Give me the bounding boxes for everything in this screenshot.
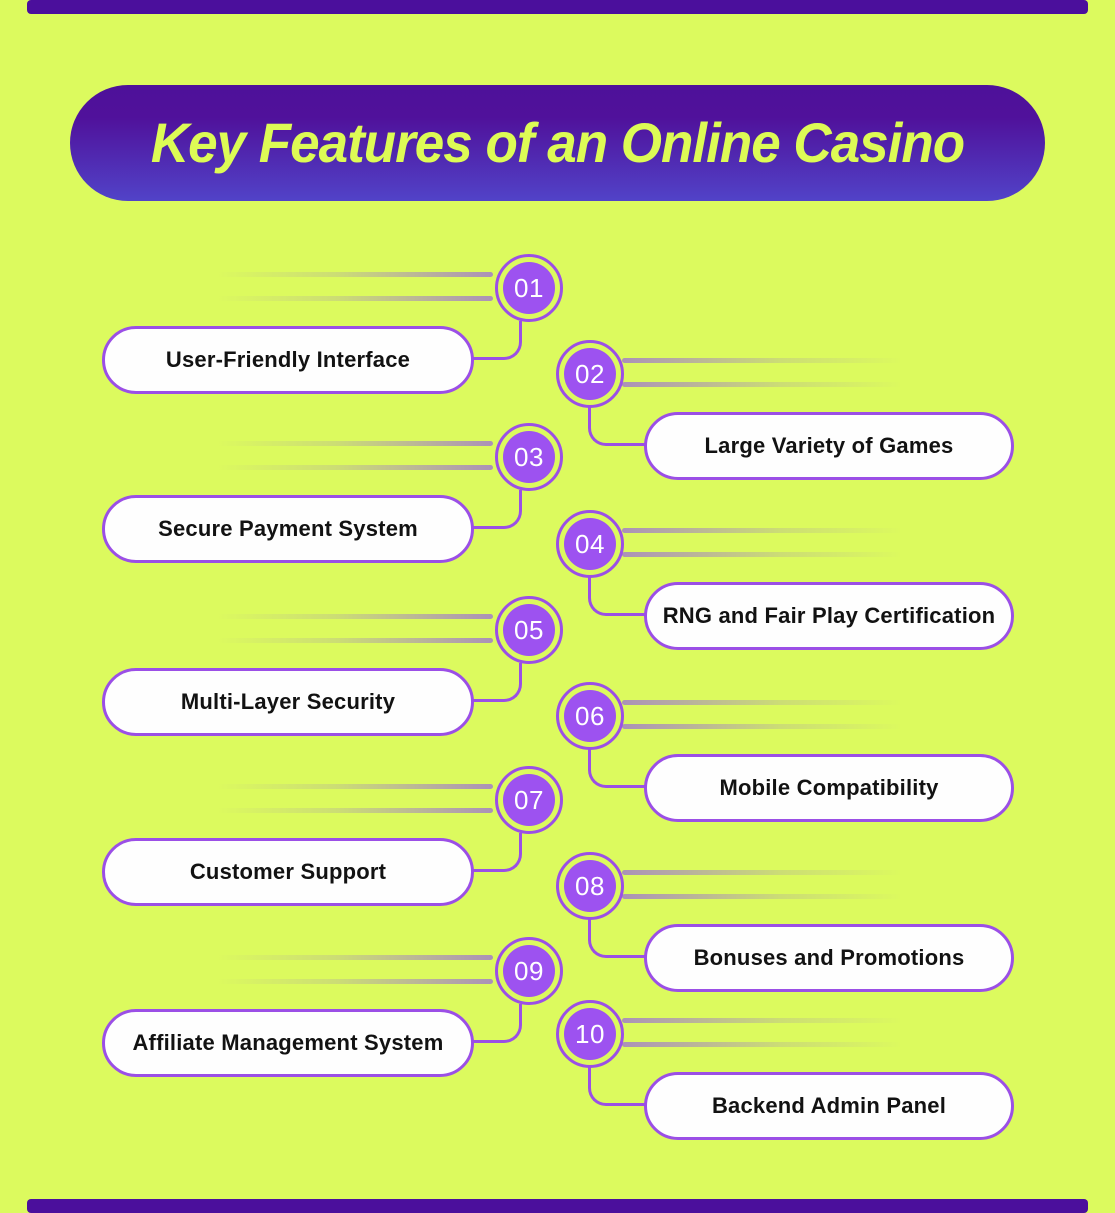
connector-elbow bbox=[472, 833, 522, 872]
fade-line bbox=[622, 870, 914, 875]
feature-number: 03 bbox=[514, 441, 544, 472]
top-accent-bar bbox=[27, 0, 1088, 14]
feature-number: 02 bbox=[575, 358, 605, 389]
connector-elbow bbox=[472, 663, 522, 702]
connector-elbow bbox=[588, 577, 646, 616]
feature-pill: Bonuses and Promotions bbox=[644, 924, 1014, 992]
feature-label: Mobile Compatibility bbox=[719, 775, 939, 800]
feature-number: 10 bbox=[575, 1018, 605, 1049]
feature-number: 05 bbox=[514, 614, 544, 645]
bottom-accent-bar bbox=[27, 1199, 1088, 1213]
feature-pill: Multi-Layer Security bbox=[102, 668, 474, 736]
feature-circle-03: 03 bbox=[495, 423, 563, 491]
fade-line bbox=[622, 1018, 914, 1023]
feature-label: User-Friendly Interface bbox=[165, 347, 411, 372]
fade-line bbox=[205, 441, 493, 446]
header-banner: Key Features of an Online Casino bbox=[70, 85, 1045, 201]
connector-elbow bbox=[588, 919, 646, 958]
connector-elbow bbox=[588, 1067, 646, 1106]
fade-line bbox=[205, 614, 493, 619]
feature-number: 06 bbox=[575, 700, 605, 731]
feature-number-badge: 06 bbox=[564, 690, 616, 742]
fade-line bbox=[622, 894, 914, 899]
feature-label: Affiliate Management System bbox=[132, 1030, 444, 1055]
feature-pill: Backend Admin Panel bbox=[644, 1072, 1014, 1140]
feature-circle-07: 07 bbox=[495, 766, 563, 834]
fade-line bbox=[622, 724, 914, 729]
feature-number-badge: 10 bbox=[564, 1008, 616, 1060]
feature-circle-05: 05 bbox=[495, 596, 563, 664]
connector-elbow bbox=[588, 749, 646, 788]
feature-circle-10: 10 bbox=[556, 1000, 624, 1068]
connector-elbow bbox=[472, 490, 522, 529]
fade-line bbox=[205, 784, 493, 789]
feature-number-badge: 09 bbox=[503, 945, 555, 997]
feature-number: 09 bbox=[514, 955, 544, 986]
feature-label: Backend Admin Panel bbox=[711, 1093, 947, 1118]
feature-number: 07 bbox=[514, 784, 544, 815]
feature-circle-01: 01 bbox=[495, 254, 563, 322]
fade-line bbox=[205, 808, 493, 813]
feature-label: Bonuses and Promotions bbox=[693, 945, 965, 970]
feature-number-badge: 01 bbox=[503, 262, 555, 314]
feature-circle-06: 06 bbox=[556, 682, 624, 750]
connector-elbow bbox=[472, 1004, 522, 1043]
feature-circle-09: 09 bbox=[495, 937, 563, 1005]
feature-label: Multi-Layer Security bbox=[180, 689, 396, 714]
feature-label: RNG and Fair Play Certification bbox=[662, 603, 996, 628]
feature-pill: RNG and Fair Play Certification bbox=[644, 582, 1014, 650]
page-title: Key Features of an Online Casino bbox=[150, 112, 965, 174]
fade-line bbox=[622, 528, 914, 533]
feature-pill: Mobile Compatibility bbox=[644, 754, 1014, 822]
connector-elbow bbox=[588, 407, 646, 446]
feature-number: 08 bbox=[575, 870, 605, 901]
feature-pill: User-Friendly Interface bbox=[102, 326, 474, 394]
fade-line bbox=[622, 700, 914, 705]
feature-pill: Secure Payment System bbox=[102, 495, 474, 563]
fade-line bbox=[205, 465, 493, 470]
fade-line bbox=[205, 979, 493, 984]
connector-elbow bbox=[472, 321, 522, 360]
fade-line bbox=[205, 955, 493, 960]
feature-number: 04 bbox=[575, 528, 605, 559]
feature-number-badge: 05 bbox=[503, 604, 555, 656]
fade-line bbox=[622, 382, 914, 387]
feature-label: Secure Payment System bbox=[158, 516, 418, 541]
fade-line bbox=[205, 638, 493, 643]
feature-circle-02: 02 bbox=[556, 340, 624, 408]
feature-pill: Customer Support bbox=[102, 838, 474, 906]
fade-line bbox=[205, 296, 493, 301]
feature-number-badge: 07 bbox=[503, 774, 555, 826]
fade-line bbox=[622, 1042, 914, 1047]
feature-number: 01 bbox=[514, 272, 544, 303]
feature-pill: Affiliate Management System bbox=[102, 1009, 474, 1077]
feature-number-badge: 08 bbox=[564, 860, 616, 912]
fade-line bbox=[622, 552, 914, 557]
feature-label: Customer Support bbox=[189, 859, 387, 884]
fade-line bbox=[205, 272, 493, 277]
feature-number-badge: 04 bbox=[564, 518, 616, 570]
feature-pill: Large Variety of Games bbox=[644, 412, 1014, 480]
feature-number-badge: 03 bbox=[503, 431, 555, 483]
feature-label: Large Variety of Games bbox=[704, 433, 954, 458]
feature-number-badge: 02 bbox=[564, 348, 616, 400]
fade-line bbox=[622, 358, 914, 363]
feature-circle-04: 04 bbox=[556, 510, 624, 578]
feature-circle-08: 08 bbox=[556, 852, 624, 920]
